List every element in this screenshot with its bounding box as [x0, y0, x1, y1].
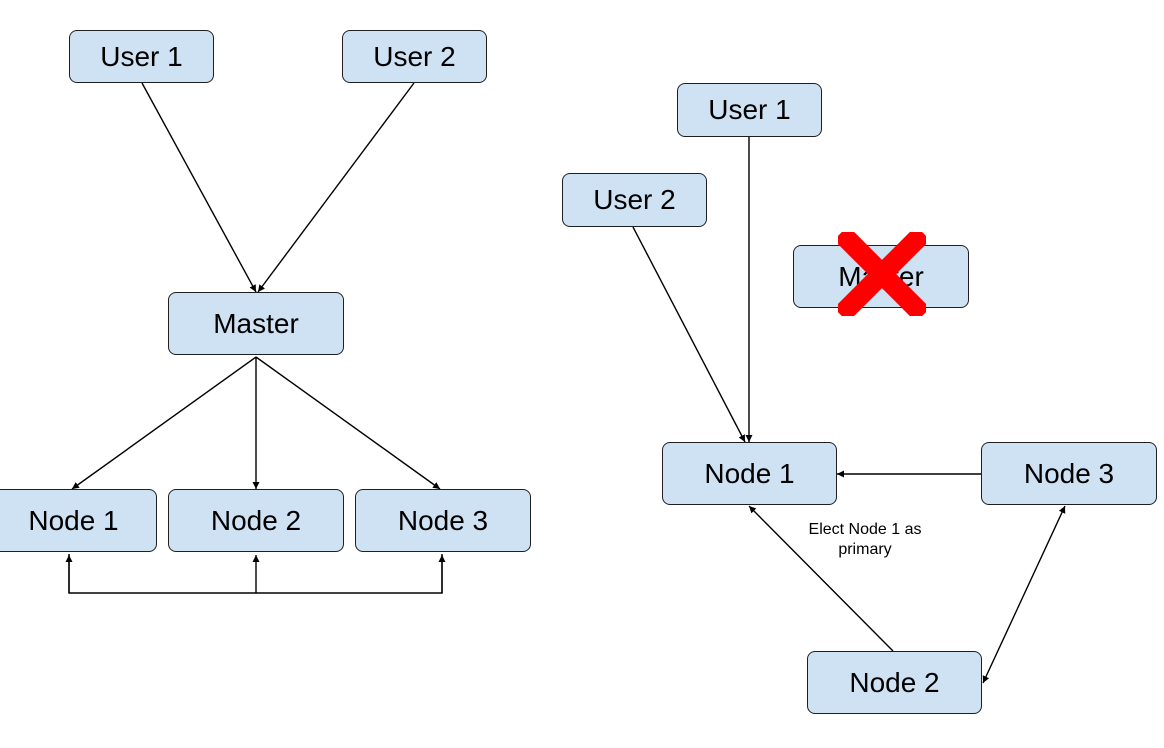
- right-user1-label: User 1: [708, 94, 791, 125]
- left-node3-box: Node 3: [355, 489, 531, 552]
- right-node3-box: Node 3: [981, 442, 1157, 505]
- edge-master-to-node1: [71, 356, 257, 490]
- left-master-label: Master: [213, 307, 299, 339]
- right-user1-box: User 1: [677, 83, 822, 137]
- left-user1-box: User 1: [69, 30, 214, 83]
- right-node1-box: Node 1: [662, 442, 837, 505]
- edge-user1-to-master: [141, 82, 257, 293]
- right-user2-box: User 2: [562, 173, 707, 227]
- left-node2-label: Node 2: [210, 504, 302, 536]
- left-node2-box: Node 2: [168, 489, 344, 552]
- left-user1-label: User 1: [100, 40, 183, 72]
- left-user2-label: User 2: [373, 40, 456, 72]
- right-node1-label: Node 1: [704, 457, 795, 489]
- left-node1-box: Node 1: [0, 489, 157, 552]
- right-node2-label: Node 2: [849, 666, 940, 698]
- right-user2-label: User 2: [593, 184, 676, 215]
- edge-user2-to-master: [257, 82, 415, 293]
- red-x-icon: [838, 232, 926, 316]
- election-note-text: Elect Node 1 as primary: [808, 521, 922, 558]
- edge-r-node2-node3: [982, 505, 1066, 684]
- right-node2-box: Node 2: [807, 651, 982, 714]
- left-node1-label: Node 1: [28, 504, 119, 536]
- left-user2-box: User 2: [342, 30, 487, 83]
- left-master-box: Master: [168, 292, 344, 355]
- left-node3-label: Node 3: [397, 504, 489, 536]
- right-node3-label: Node 3: [1023, 457, 1115, 489]
- edge-master-to-node3: [255, 356, 441, 490]
- edge-r-node2-to-node1: [748, 505, 894, 652]
- edge-r-user2-to-node1: [632, 226, 746, 443]
- election-note: Elect Node 1 as primary: [790, 520, 940, 560]
